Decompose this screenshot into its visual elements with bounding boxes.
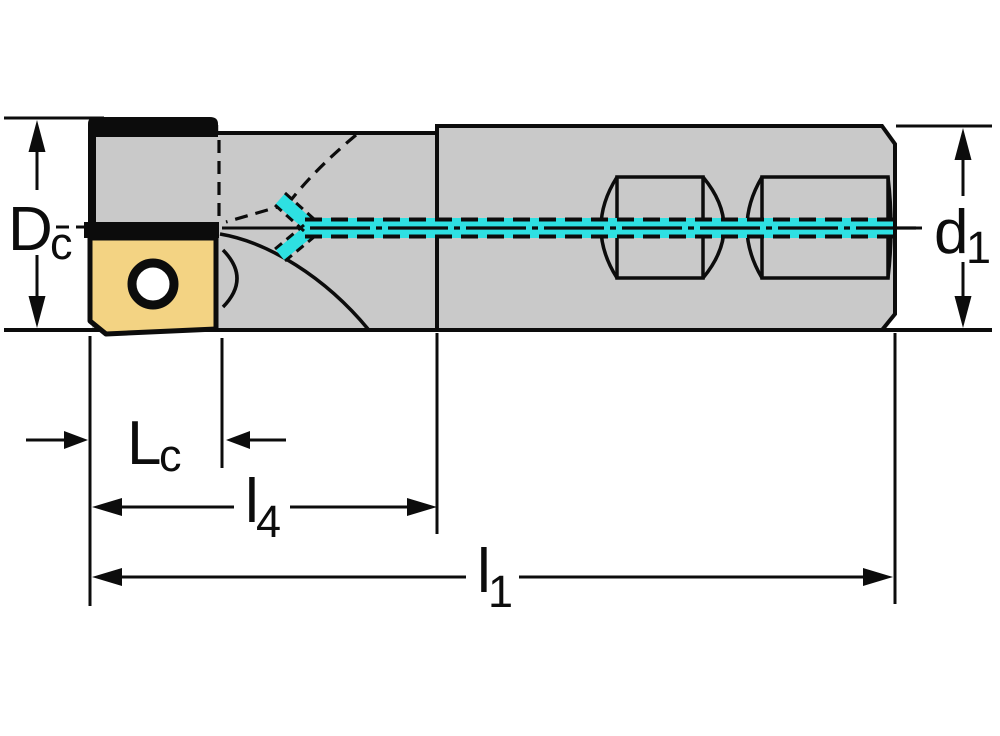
l4-label: l bbox=[245, 467, 259, 536]
coolant-branch-lower bbox=[275, 225, 314, 261]
dimension-lc: L c bbox=[26, 409, 286, 481]
dimension-dc: D c bbox=[8, 120, 73, 328]
flute-edge-curve bbox=[219, 232, 370, 331]
l1-arrow-right bbox=[863, 568, 893, 586]
screw-head-arc bbox=[221, 248, 239, 309]
dimension-l1: l 1 bbox=[92, 537, 893, 617]
coolant-channel bbox=[56, 191, 920, 263]
lc-arrow-left bbox=[226, 431, 250, 449]
coolant-branch-outlines bbox=[273, 191, 316, 263]
l4-arrow-right bbox=[407, 498, 437, 516]
dc-label-sub: c bbox=[50, 218, 73, 269]
l1-arrow-left bbox=[92, 568, 122, 586]
insert-screw-hole bbox=[127, 258, 179, 310]
lc-arrow-right bbox=[64, 431, 88, 449]
head-left-edge bbox=[88, 130, 96, 228]
l4-label-sub: 4 bbox=[256, 496, 281, 547]
head-top-cap bbox=[88, 117, 218, 137]
d1-label: d bbox=[934, 198, 968, 267]
l1-label-sub: 1 bbox=[488, 566, 513, 617]
l4-arrow-left bbox=[92, 498, 122, 516]
dimension-d1: d 1 bbox=[897, 128, 991, 328]
dc-arrow-down bbox=[28, 296, 46, 328]
d1-label-sub: 1 bbox=[966, 222, 991, 273]
d1-arrow-down bbox=[954, 296, 972, 328]
l1-label: l bbox=[477, 537, 491, 606]
d1-arrow-up bbox=[954, 128, 972, 160]
dc-arrow-up bbox=[28, 120, 46, 152]
insert-seat-edge bbox=[84, 222, 219, 238]
coolant-branch-upper bbox=[275, 194, 314, 230]
lc-label-sub: c bbox=[159, 430, 182, 481]
dimension-l4: l 4 bbox=[92, 467, 437, 547]
dc-label: D bbox=[8, 195, 53, 264]
lc-label: L bbox=[127, 409, 161, 478]
hidden-flute-curve bbox=[286, 133, 358, 205]
